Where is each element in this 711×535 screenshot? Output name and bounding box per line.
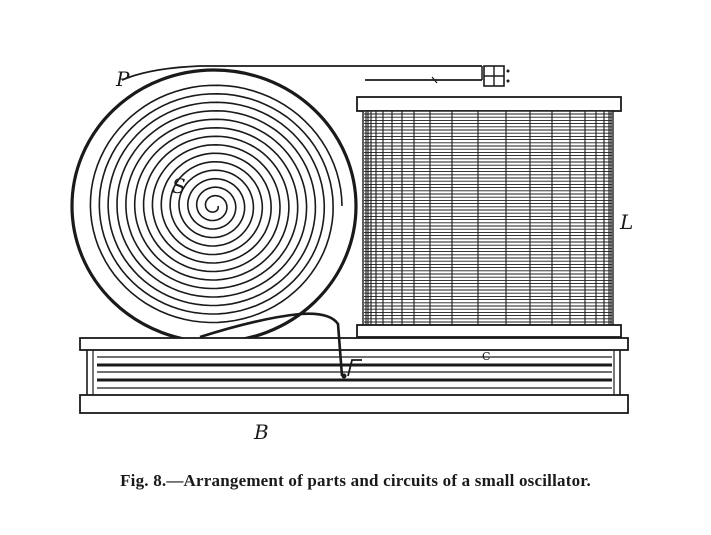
label-condenser: C [482,350,490,363]
coil-body [362,110,614,326]
base-top-board [79,337,629,351]
figure-caption: Fig. 8.—Arrangement of parts and circuit… [120,471,591,490]
base-bottom-board [79,394,629,414]
top-wire [121,65,483,81]
label-coil: L [619,210,633,234]
label-base: B [253,420,269,444]
spark-gap [431,65,510,87]
base-board [79,337,629,414]
spiral-winding [89,84,343,324]
cylindrical-coil [356,96,622,338]
spiral-coil [70,68,358,344]
connecting-wire [199,312,362,379]
coil-bottom-cap [356,324,622,338]
label-spiral: S [172,174,186,198]
coil-top-cap [356,96,622,112]
coil-windings [364,113,612,323]
condenser-plates [97,356,612,389]
coil-vertical-strips [365,111,612,325]
label-primary: P [115,67,130,91]
